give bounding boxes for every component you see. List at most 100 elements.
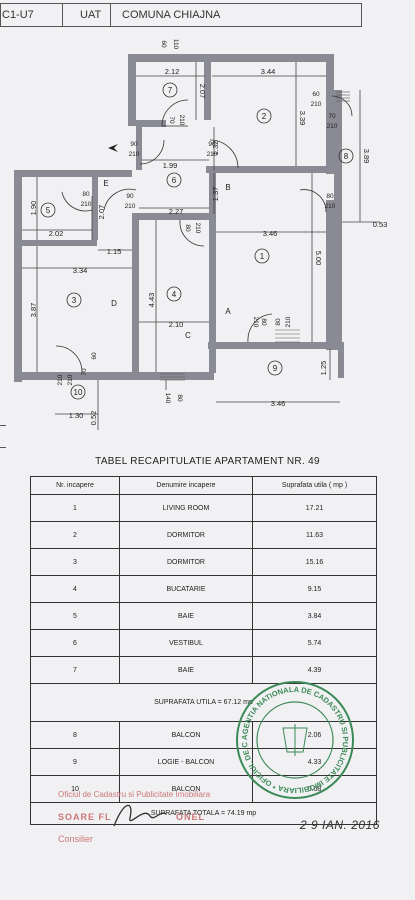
room-number: 4 [172, 290, 177, 299]
door-label: 70 [81, 368, 88, 376]
door-label: 70 [328, 113, 336, 120]
dim-label: 1.90 [29, 201, 38, 216]
door-label: 210 [207, 151, 218, 158]
door-label: 210 [325, 203, 336, 210]
door-swings [55, 95, 353, 373]
dim-label: 3.39 [298, 111, 307, 126]
door-label: 210 [194, 223, 201, 234]
dim-label: 2.10 [169, 320, 184, 329]
door-label: 80 [176, 394, 183, 402]
cell-nr: 7 [30, 656, 120, 684]
signer-role: Consilier [58, 834, 94, 844]
table-row: 10 BALCON 0.68 [30, 775, 377, 803]
plan-letter: D [111, 299, 117, 308]
cell-nr: 2 [30, 521, 120, 549]
door-label: 90 [126, 193, 134, 200]
col-header-nr: Nr. incapere [30, 476, 120, 495]
dim-label: 2.07 [198, 84, 207, 99]
plan-letter: E [103, 179, 108, 188]
table-header-row: Nr. incapere Denumire incapere Suprafata… [30, 476, 377, 495]
cell-name: BUCATARIE [119, 575, 253, 603]
cell-name: LIVING ROOM [119, 494, 253, 522]
room-number: 10 [74, 388, 83, 397]
margin-mark [0, 425, 6, 426]
table-row: 1 LIVING ROOM 17.21 [30, 494, 377, 522]
plan-letter: C [185, 331, 191, 340]
room-number: 9 [273, 364, 278, 373]
dim-label: 3.44 [261, 67, 276, 76]
door-label: 60 [91, 352, 98, 360]
margin-mark [0, 447, 6, 448]
table-row: 7 BAIE 4.39 [30, 656, 377, 684]
dim-label: 3.46 [271, 399, 286, 408]
cell-area: 9.15 [252, 575, 377, 603]
dim-label: 0.52 [89, 411, 98, 426]
header-code: C1-U7 [2, 9, 34, 21]
cell-area: 15.16 [252, 548, 377, 576]
room-number: 8 [344, 152, 349, 161]
dim-label: 3.89 [362, 149, 371, 164]
door-label: 210 [252, 317, 259, 328]
table-row: 5 BAIE 3.84 [30, 602, 377, 630]
entry-arrow-icon [108, 144, 118, 152]
door-label: 210 [125, 203, 136, 210]
door-label: 110 [172, 39, 179, 50]
table-row: 3 DORMITOR 15.16 [30, 548, 377, 576]
door-label: 210 [178, 115, 185, 126]
door-label: 210 [129, 151, 140, 158]
cell-name: BAIE [119, 602, 253, 630]
table-title: TABEL RECAPITULATIE APARTAMENT NR. 49 [95, 456, 320, 467]
cell-name: DORMITOR [119, 548, 253, 576]
cell-nr: 6 [30, 629, 120, 657]
door-label: 210 [311, 101, 322, 108]
cell-area: 4.39 [252, 656, 377, 684]
door-label: 80 [260, 318, 267, 326]
door-label: 140 [164, 393, 171, 404]
cell-area: 11.63 [252, 521, 377, 549]
header-locality: COMUNA CHIAJNA [122, 9, 221, 21]
door-label: 210 [327, 123, 338, 130]
table-row: 2 DORMITOR 11.63 [30, 521, 377, 549]
door-label: 70 [168, 116, 175, 124]
dim-label: 2.02 [49, 229, 64, 238]
dim-label: 1.15 [107, 247, 122, 256]
header-divider [62, 3, 63, 27]
door-label: 60 [312, 91, 320, 98]
door-label: 80 [184, 224, 191, 232]
recap-table: Nr. incapere Denumire incapere Suprafata… [30, 476, 377, 825]
room-number: 6 [172, 176, 177, 185]
dim-label: 1.37 [211, 187, 220, 202]
dim-label: 2.12 [165, 67, 180, 76]
door-label: 90 [130, 141, 138, 148]
table-row: 6 VESTIBUL 5.74 [30, 629, 377, 657]
header-divider [110, 3, 111, 27]
dim-label: 3.46 [263, 229, 278, 238]
header-frame [0, 3, 362, 27]
signer-name-end: ONEL [176, 812, 206, 822]
room-number: 7 [168, 86, 173, 95]
dim-label: 5.00 [314, 251, 323, 266]
date-stamp: 2 9 IAN. 2016 [300, 818, 380, 832]
cell-area: 17.21 [252, 494, 377, 522]
dim-label: 0.53 [373, 220, 388, 229]
dim-label: 3.34 [73, 266, 88, 275]
cell-name: VESTIBUL [119, 629, 253, 657]
official-seal: AGENTIA NATIONALA DE CADASTRU SI PUBLICI… [233, 678, 354, 799]
col-header-name: Denumire incapere [119, 476, 253, 495]
door-label: 210 [285, 316, 292, 327]
subtotal-cell: SUPRAFATA UTILA = 67.12 mp [30, 683, 377, 722]
table-row: 4 BUCATARIE 9.15 [30, 575, 377, 603]
door-label: 80 [326, 193, 334, 200]
dim-label: 4.43 [147, 293, 156, 308]
dim-label: 1.32 [211, 141, 220, 156]
room-number: 2 [262, 112, 267, 121]
plan-letter: A [225, 307, 231, 316]
room-number: 3 [72, 296, 77, 305]
door-label: 90 [208, 141, 216, 148]
stairs-hatch [160, 91, 350, 381]
dim-label: 2.27 [169, 207, 184, 216]
walls [14, 54, 344, 382]
cell-name: BALCON [119, 775, 253, 803]
cell-name: DORMITOR [119, 521, 253, 549]
